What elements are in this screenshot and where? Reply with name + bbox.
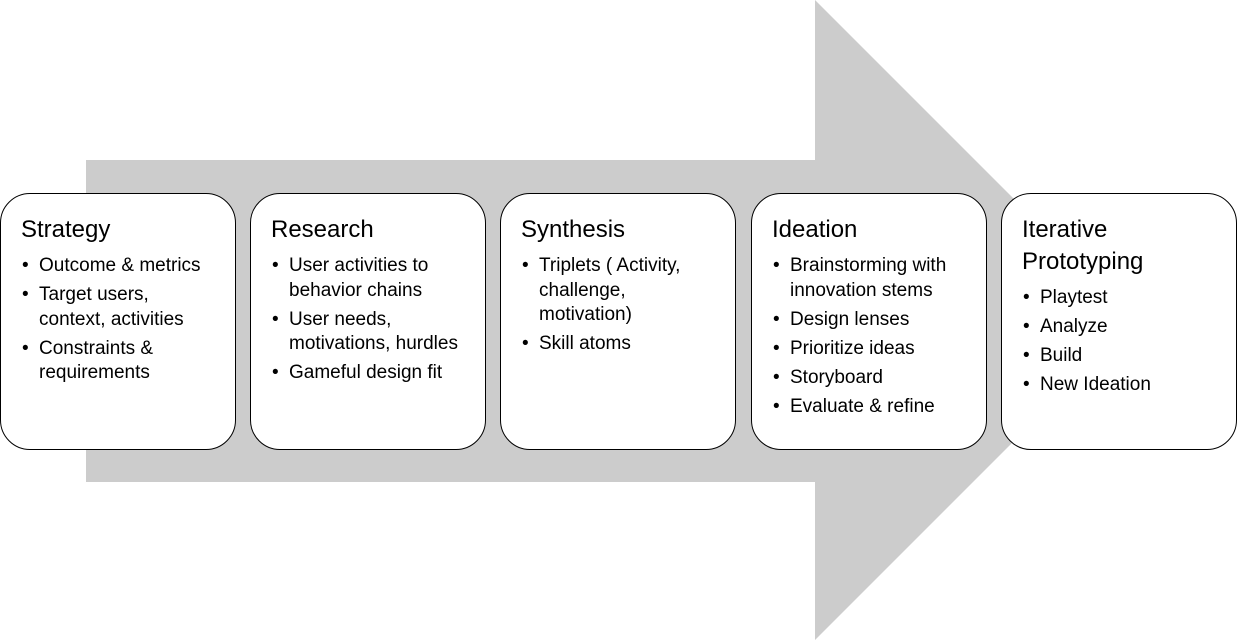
stage-box-strategy: Strategy Outcome & metrics Target users,…	[0, 193, 236, 450]
stage-bullet-item: User activities to behavior chains	[271, 254, 467, 303]
stage-bullet-item: Outcome & metrics	[21, 254, 217, 279]
stage-bullet-list: User activities to behavior chains User …	[271, 254, 467, 386]
stage-box-ideation: Ideation Brainstorming with innovation s…	[751, 193, 987, 450]
stage-bullet-list: Triplets ( Activity, challenge, motivati…	[521, 254, 717, 357]
stage-box-research: Research User activities to behavior cha…	[250, 193, 486, 450]
stage-bullet-item: Evaluate & refine	[772, 395, 968, 420]
stage-bullet-item: Triplets ( Activity, challenge, motivati…	[521, 254, 717, 328]
stage-title: Synthesis	[521, 216, 626, 243]
stage-bullet-item: Storyboard	[772, 366, 968, 391]
stage-title: Research	[271, 216, 374, 243]
stage-title: Strategy	[21, 216, 111, 243]
stage-bullet-item: Gameful design fit	[271, 361, 467, 386]
stage-bullet-item: Target users, context, activities	[21, 283, 217, 332]
stage-box-iterative-prototyping: Iterative Prototyping Playtest Analyze B…	[1001, 193, 1237, 450]
stage-title: Ideation	[772, 216, 858, 243]
stage-title: Iterative Prototyping	[1022, 216, 1144, 275]
stage-bullet-list: Brainstorming with innovation stems Desi…	[772, 254, 968, 419]
stage-bullet-list: Outcome & metrics Target users, context,…	[21, 254, 217, 386]
stage-bullet-item: Prioritize ideas	[772, 337, 968, 362]
stage-bullet-item: Design lenses	[772, 308, 968, 333]
stage-bullet-item: New Ideation	[1022, 373, 1218, 398]
stage-bullet-item: Brainstorming with innovation stems	[772, 254, 968, 303]
stage-bullet-item: Build	[1022, 344, 1218, 369]
stage-box-synthesis: Synthesis Triplets ( Activity, challenge…	[500, 193, 736, 450]
stage-bullet-list: Playtest Analyze Build New Ideation	[1022, 286, 1218, 398]
stage-bullet-item: Constraints & requirements	[21, 337, 217, 386]
stage-bullet-item: Playtest	[1022, 286, 1218, 311]
stage-bullet-item: User needs, motivations, hurdles	[271, 308, 467, 357]
stage-bullet-item: Skill atoms	[521, 332, 717, 357]
stage-bullet-item: Analyze	[1022, 315, 1218, 340]
